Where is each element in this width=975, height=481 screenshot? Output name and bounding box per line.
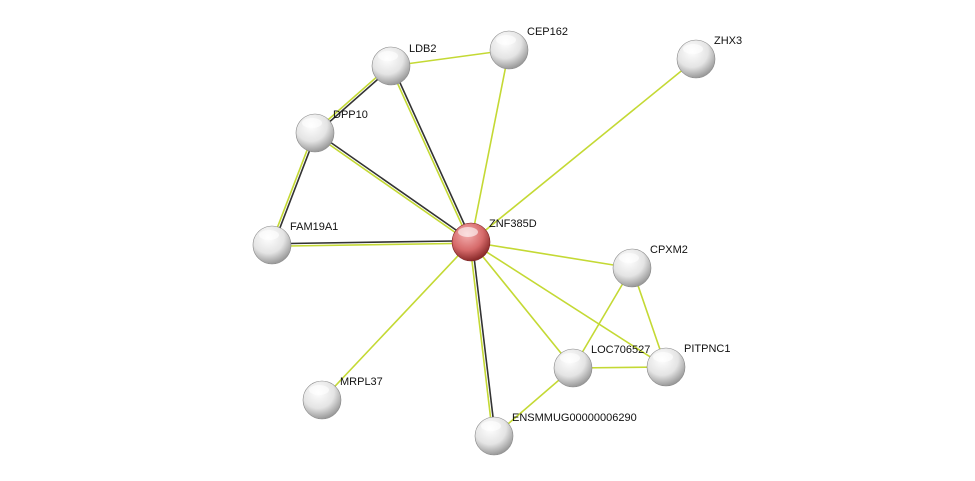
node-highlight [560,353,580,363]
edge-znf385d-ensmmug00000006290-textmining[interactable] [468,242,494,437]
node-label-znf385d: ZNF385D [489,218,537,230]
edge-fam19a1-znf385d-textmining[interactable] [272,242,472,248]
edge-ldb2-cep162-textmining[interactable] [390,49,510,67]
node-label-cep162: CEP162 [527,26,568,38]
edge-cpxm2-loc706527-textmining[interactable] [572,267,633,369]
edge-dpp10-fam19a1-textmining[interactable] [270,132,315,245]
edge-dpp10-znf385d-coexpression[interactable] [315,131,473,242]
node-highlight [458,227,478,237]
node-highlight [259,230,279,240]
node-highlight [619,253,639,263]
node-label-mrpl37: MRPL37 [340,376,383,388]
edge-znf385d-ensmmug00000006290-coexpression[interactable] [471,241,497,436]
node-label-cpxm2: CPXM2 [650,244,688,256]
node-label-ldb2: LDB2 [409,43,437,55]
node-label-loc706527: LOC706527 [591,344,651,356]
node-highlight [378,51,398,61]
edge-ldb2-znf385d-textmining[interactable] [389,66,471,243]
edge-znf385d-mrpl37-textmining[interactable] [321,241,472,401]
node-highlight [309,385,329,395]
node-label-pitpnc1: PITPNC1 [684,343,731,355]
edge-dpp10-fam19a1-coexpression[interactable] [272,133,317,246]
edge-fam19a1-znf385d-coexpression[interactable] [271,239,471,245]
edge-cep162-znf385d-textmining[interactable] [470,49,510,243]
edge-ldb2-znf385d-coexpression[interactable] [391,65,473,242]
edge-dpp10-znf385d-textmining[interactable] [313,133,471,244]
node-highlight [496,35,516,45]
edge-zhx3-znf385d-textmining[interactable] [470,58,697,243]
node-label-ensmmug00000006290: ENSMMUG00000006290 [512,412,637,424]
node-label-fam19a1: FAM19A1 [290,221,339,233]
node-highlight [481,421,501,431]
edge-znf385d-loc706527-textmining[interactable] [470,241,574,369]
node-label-dpp10: DPP10 [333,109,368,121]
node-highlight [683,44,703,54]
node-highlight [653,352,673,362]
node-highlight [302,118,322,128]
node-label-zhx3: ZHX3 [714,35,743,47]
edge-znf385d-cpxm2-textmining[interactable] [470,241,633,269]
edge-znf385d-pitpnc1-textmining[interactable] [470,241,667,368]
